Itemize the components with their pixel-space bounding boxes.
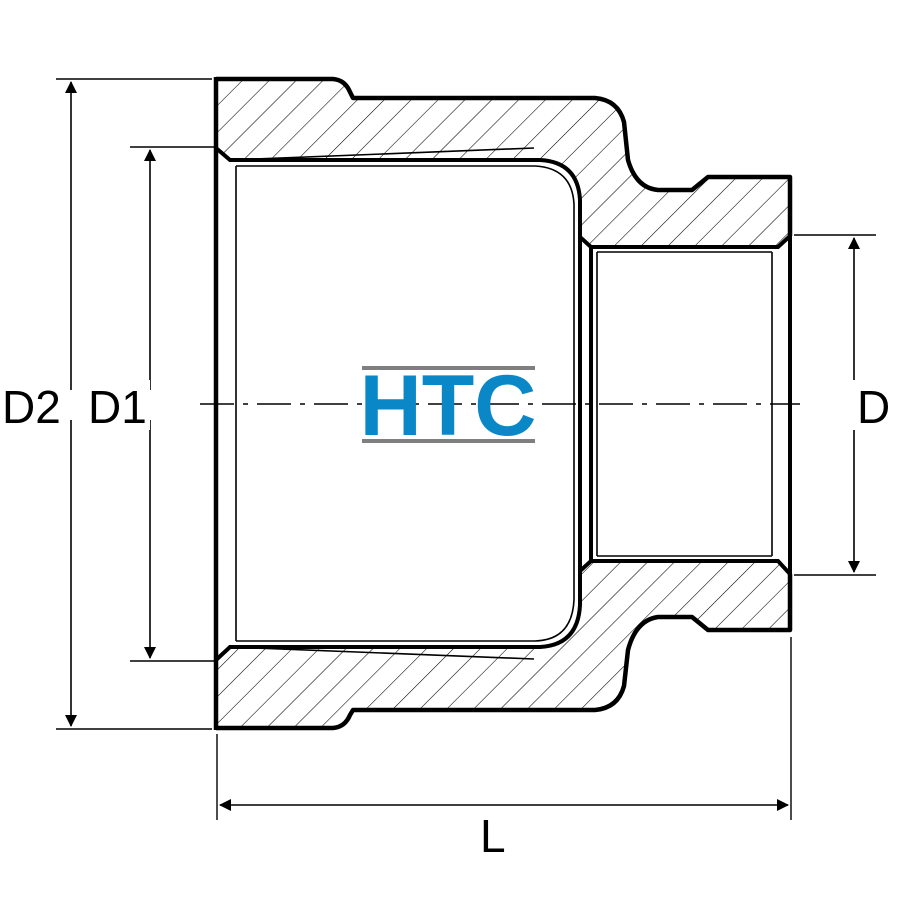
htc-logo: HTC <box>360 358 537 454</box>
large-thread-root-bottom <box>229 646 535 660</box>
label-d2-bg <box>0 380 70 430</box>
upper-wall-section <box>216 76 793 247</box>
lower-wall-outline <box>216 574 793 731</box>
large-bore-thread-line <box>235 165 575 642</box>
label-d1-bg <box>86 380 150 430</box>
large-bore-outline <box>214 146 582 662</box>
lower-wall-hatch <box>216 561 790 728</box>
logo-bar-bottom <box>362 439 535 443</box>
logo-text: HTC <box>360 358 537 454</box>
upper-wall-outline <box>216 76 793 236</box>
logo-bar-top <box>362 366 535 370</box>
dimension-lines <box>65 81 860 811</box>
upper-wall-hatch <box>216 79 790 247</box>
large-thread-root-top <box>229 147 535 161</box>
label-d1: D1 <box>88 381 147 433</box>
label-l: L <box>480 810 506 862</box>
label-d: D <box>857 381 890 433</box>
label-d2: D2 <box>2 381 61 433</box>
lower-wall-section <box>216 561 793 731</box>
small-bore <box>578 234 792 576</box>
small-bore-outline <box>578 234 792 576</box>
label-d-bg <box>852 380 898 430</box>
extension-lines <box>56 78 876 820</box>
